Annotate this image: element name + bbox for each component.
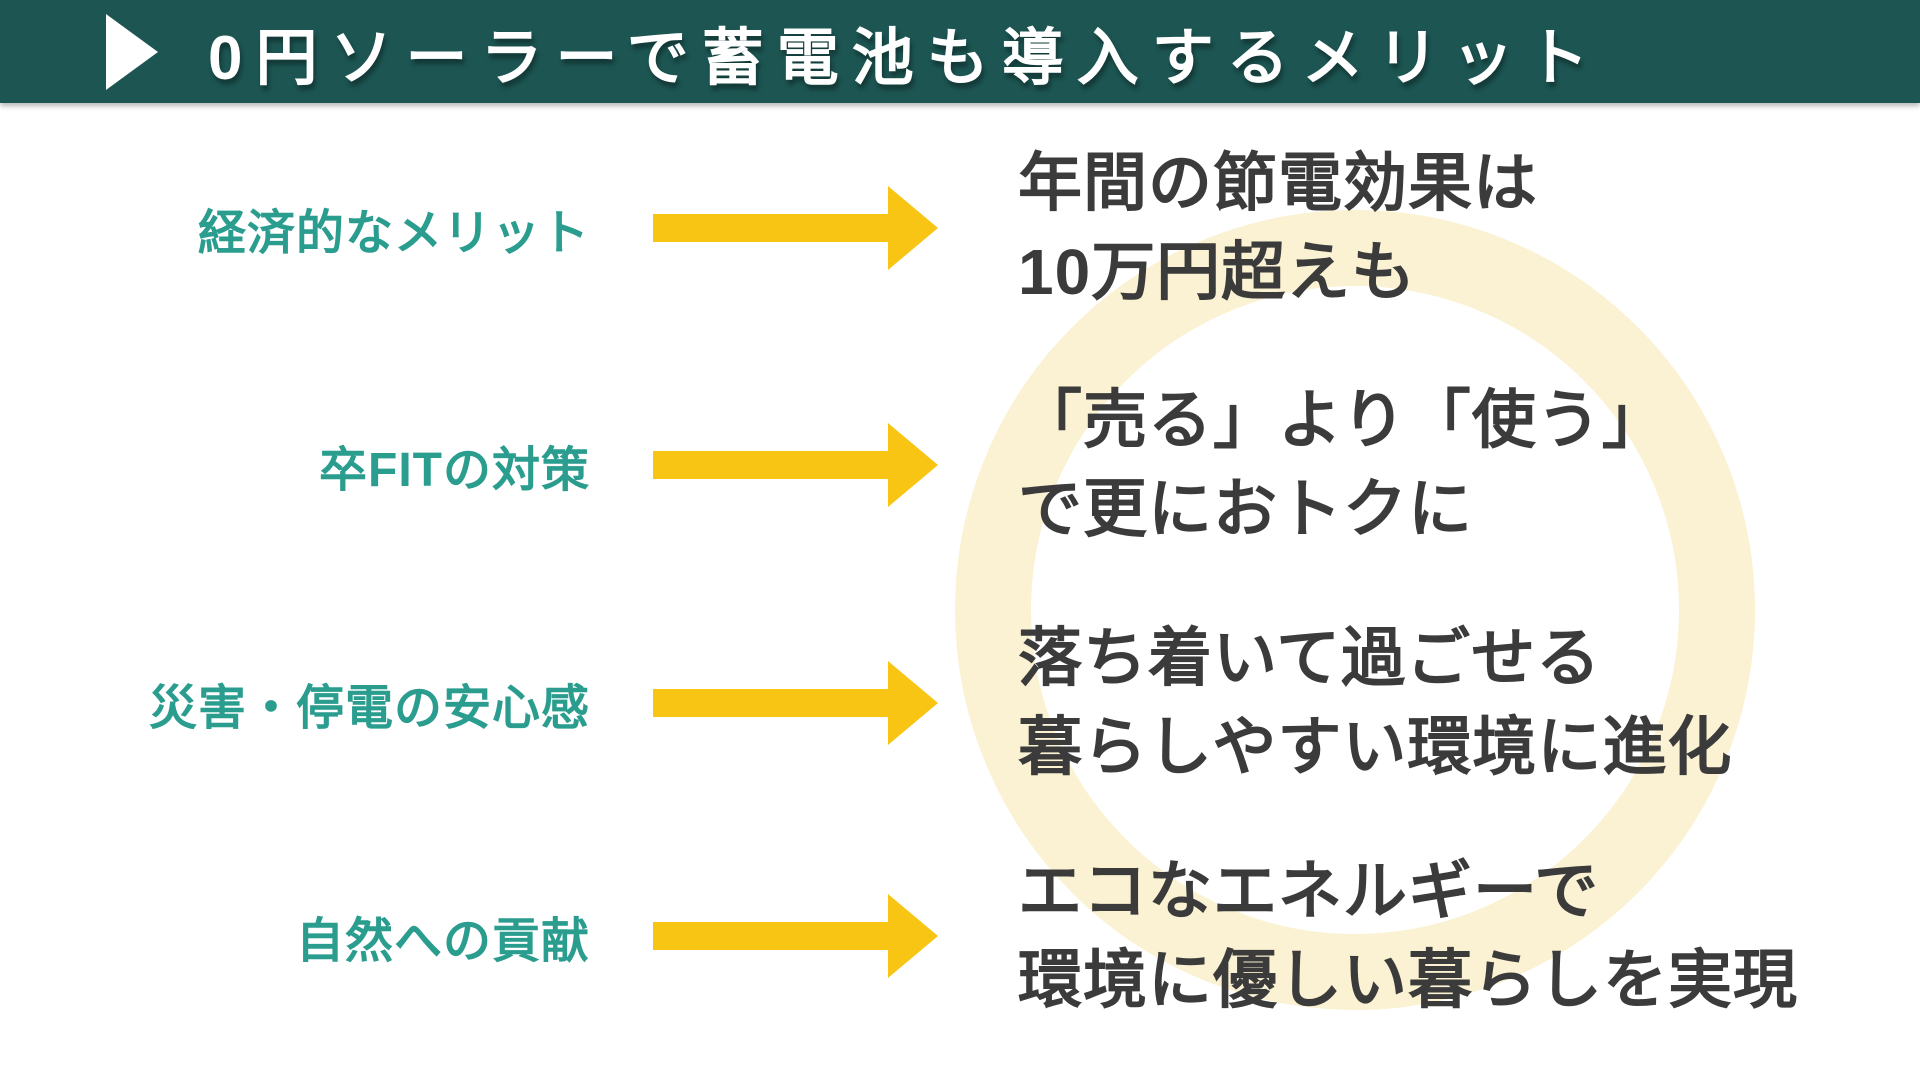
- description-line-1: 落ち着いて過ごせる: [1018, 622, 1602, 694]
- description-line-1: 年間の節電効果は: [1018, 147, 1538, 219]
- description-line-2: 10万円超えも: [1018, 236, 1417, 308]
- description-line-1: エコなエネルギーで: [1018, 855, 1600, 927]
- arrow-shape: [653, 894, 938, 978]
- benefit-label: 卒FITの対策: [319, 444, 590, 497]
- benefit-row-nature: 自然への貢献 エコなエネルギーで 環境に優しい暮らしを実現: [0, 843, 1920, 1029]
- page-title: 0円ソーラーで蓄電池も導入するメリット: [208, 23, 1602, 93]
- right-arrow-icon: [653, 423, 938, 507]
- description-line-2: 環境に優しい暮らしを実現: [1018, 944, 1798, 1016]
- benefit-label: 自然への貢献: [295, 915, 590, 968]
- benefit-row-fit: 卒FITの対策 「売る」より「使う」 で更におトクに: [0, 372, 1920, 558]
- benefit-label: 災害・停電の安心感: [148, 682, 590, 735]
- arrow-shape: [653, 186, 938, 270]
- description-line-2: 暮らしやすい環境に進化: [1018, 711, 1733, 783]
- benefit-description: 「売る」より「使う」 で更におトクに: [1018, 376, 1667, 554]
- right-arrow-icon: [653, 894, 938, 978]
- description-line-1: 「売る」より「使う」: [1018, 384, 1667, 456]
- play-triangle-icon: [106, 13, 158, 90]
- benefit-row-disaster: 災害・停電の安心感 落ち着いて過ごせる 暮らしやすい環境に進化: [0, 610, 1920, 796]
- benefit-description: 年間の節電効果は 10万円超えも: [1018, 139, 1538, 317]
- arrow-shape: [653, 661, 938, 745]
- right-arrow-icon: [653, 186, 938, 270]
- right-arrow-icon: [653, 661, 938, 745]
- benefit-description: 落ち着いて過ごせる 暮らしやすい環境に進化: [1018, 614, 1732, 792]
- description-line-2: で更におトクに: [1018, 473, 1473, 545]
- benefit-label: 経済的なメリット: [197, 207, 590, 260]
- benefit-description: エコなエネルギーで 環境に優しい暮らしを実現: [1018, 847, 1798, 1025]
- header-bar: 0円ソーラーで蓄電池も導入するメリット: [0, 0, 1920, 103]
- benefit-row-economic: 経済的なメリット 年間の節電効果は 10万円超えも: [0, 135, 1920, 321]
- arrow-shape: [653, 423, 938, 507]
